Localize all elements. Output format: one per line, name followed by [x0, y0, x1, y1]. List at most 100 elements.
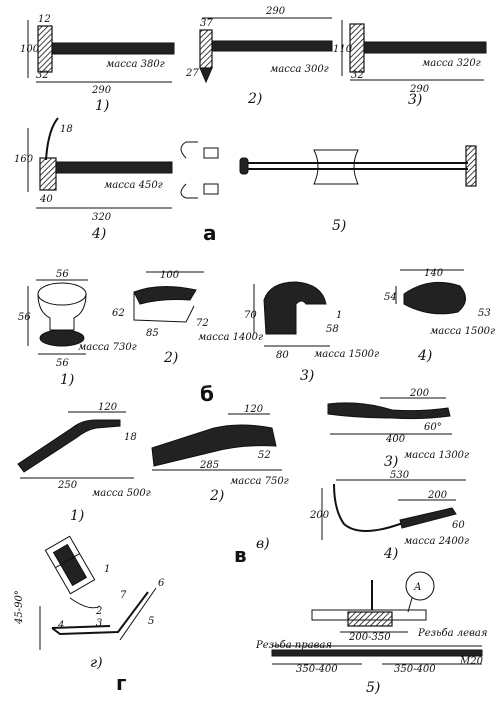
- hammer-2-mass: масса 300г: [270, 64, 329, 75]
- hammer-4: 160 18 40 масса 450г 320 4): [14, 117, 173, 242]
- spoon-2: 120 52 285 масса 750г 2): [151, 404, 289, 504]
- spoon-3-caption: 3): [384, 454, 398, 470]
- section-label-v: в: [234, 543, 247, 567]
- welder-label-3: 3: [96, 618, 102, 629]
- hammer-1-length: 290: [91, 85, 112, 96]
- welder-label-2: 2: [95, 606, 102, 617]
- dolly-3-caption: 3): [300, 368, 314, 384]
- hammer-1-height: 100: [20, 44, 40, 55]
- dolly-3: 70 1 58 80 масса 1500г 3): [244, 281, 379, 384]
- slide-hammer-puller: 5): [180, 141, 477, 234]
- thread-left-line1: Резьба левая: [417, 628, 487, 639]
- dolly-2-caption: 2): [163, 350, 178, 366]
- stand-thread-size: М20: [459, 656, 484, 667]
- dolly-3-bottom: 80: [276, 350, 289, 361]
- dolly-2-d1: 72: [196, 318, 209, 329]
- dolly-4-mass: масса 1500г: [430, 326, 495, 337]
- straightening-stand: А 200-350 Резьба правая Резьба левая 350…: [255, 571, 487, 696]
- stand-left-length: 350-400: [296, 664, 338, 675]
- hammer-2-top: 37: [200, 18, 213, 29]
- spoon-4-mass: масса 2400г: [404, 536, 469, 547]
- dolly-4: 140 54 53 масса 1500г 4): [384, 268, 495, 364]
- dolly-4-width: 140: [424, 268, 444, 279]
- spoon-4-inner: 200: [427, 490, 448, 501]
- welder-angle: 45-90°: [14, 590, 25, 625]
- hammer-4-top: 18: [60, 124, 73, 135]
- spoon-3-mass: масса 1300г: [404, 450, 469, 461]
- hammer-1-mass: масса 380г: [106, 59, 165, 70]
- welder-label-1: 1: [104, 564, 110, 575]
- hammer-1-top: 12: [38, 14, 51, 25]
- spoon-1-mass: масса 500г: [92, 488, 151, 499]
- spoon-1: 120 18 250 масса 500г 1): [17, 402, 151, 524]
- hammer-3-caption: 3): [408, 92, 422, 108]
- hammer-3-bottom: 32: [351, 70, 364, 81]
- hammer-3-mass: масса 320г: [422, 58, 481, 69]
- hammer-3: 110 32 масса 320г 290 3): [333, 20, 487, 108]
- spoon-4-height: 200: [309, 510, 330, 521]
- thread-right: Резьба правая: [255, 640, 332, 651]
- hammer-4-mass: масса 450г: [104, 180, 163, 191]
- spoon-4-caption: 4): [383, 546, 398, 562]
- hammer-1-bottom: 32: [36, 70, 49, 81]
- dolly-3-d2: 1: [336, 310, 342, 321]
- dolly-1-top: 56: [56, 269, 69, 280]
- dolly-1-caption: 1): [60, 372, 74, 388]
- dolly-1-mass: масса 730г: [78, 342, 137, 353]
- hammer-3-height: 110: [333, 44, 353, 55]
- dolly-2-height: 62: [112, 308, 125, 319]
- dolly-2: 100 62 72 85 масса 1400г 2): [112, 270, 263, 366]
- dolly-1-height: 56: [18, 312, 31, 323]
- section-v-paren: в): [256, 536, 270, 552]
- dolly-2-width: 100: [160, 270, 180, 281]
- stand-span: 200-350: [348, 632, 391, 643]
- dolly-3-height: 70: [244, 310, 257, 321]
- dolly-1: 56 56 56 масса 730г 1): [18, 269, 137, 388]
- spot-welder: 45-90° 1 7 2 3 4 6 5 г): [14, 535, 165, 671]
- spoon-1-thick: 18: [124, 432, 137, 443]
- spoon-4-angle: 60: [452, 520, 465, 531]
- hammer-2-caption: 2): [247, 91, 262, 107]
- section-label-a: а: [203, 221, 217, 245]
- spoon-1-length: 250: [57, 480, 78, 491]
- spoon-1-top: 120: [98, 402, 118, 413]
- hammer-4-caption: 4): [91, 226, 106, 242]
- spoon-3-top: 200: [409, 388, 430, 399]
- hammer-1: 100 12 32 масса 380г 290 1): [20, 14, 175, 114]
- spoon-1-caption: 1): [70, 508, 84, 524]
- hammer-2-side: 27: [185, 68, 199, 79]
- welder-label-5: 5: [148, 616, 154, 627]
- spoon-2-thick: 52: [258, 450, 271, 461]
- section-label-b: б: [200, 382, 214, 406]
- spoon-3-angle: 60°: [424, 422, 442, 433]
- welder-label-7: 7: [120, 590, 127, 601]
- dolly-3-d1: 58: [326, 324, 339, 335]
- spoon-4-top: 530: [390, 470, 410, 481]
- stand-right-length: 350-400: [394, 664, 436, 675]
- stand-caption: 5): [366, 680, 380, 696]
- dolly-2-mass: масса 1400г: [198, 332, 263, 343]
- spoon-3: 200 60° 400 масса 1300г 3): [327, 388, 469, 470]
- spoon-2-mass: масса 750г: [230, 476, 289, 487]
- welder-caption: г): [90, 655, 103, 671]
- puller-caption: 5): [332, 218, 346, 234]
- spoon-2-top: 120: [244, 404, 264, 415]
- hammer-1-caption: 1): [95, 98, 109, 114]
- section-label-g: г: [116, 671, 126, 695]
- welder-label-6: 6: [158, 578, 165, 589]
- dolly-2-bottom: 85: [146, 328, 159, 339]
- hammer-3-length: 290: [409, 84, 430, 95]
- spoon-2-length: 285: [199, 460, 219, 471]
- hammer-2: 37 27 290 масса 300г 2): [185, 6, 333, 107]
- dolly-1-bottom: 56: [56, 358, 69, 369]
- dolly-3-mass: масса 1500г: [314, 349, 379, 360]
- dolly-4-caption: 4): [417, 348, 432, 364]
- hammer-4-height: 160: [14, 154, 34, 165]
- hammer-4-length: 320: [92, 212, 112, 223]
- stand-callout: А: [413, 582, 422, 593]
- hammer-2-length: 290: [265, 6, 286, 17]
- spoon-4: 530 200 200 60 масса 2400г 4): [309, 470, 469, 562]
- spoon-2-caption: 2): [209, 488, 224, 504]
